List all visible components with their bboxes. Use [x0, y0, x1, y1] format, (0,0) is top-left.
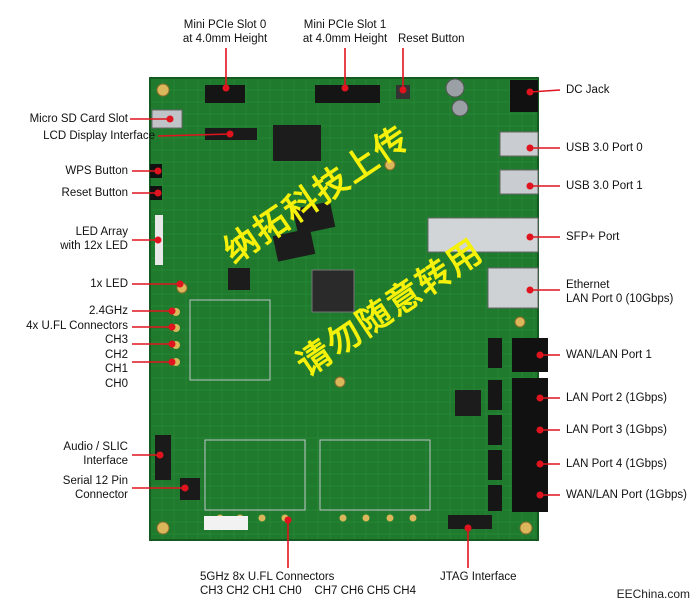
label-line: Mini PCIe Slot 1 [303, 19, 387, 31]
label-reset-button-top: Reset Button [398, 33, 465, 45]
label-line: 2.4GHz [89, 305, 128, 317]
label-usb1: USB 3.0 Port 1 [566, 180, 643, 192]
magnetics [488, 338, 502, 511]
label-wan-lan-1g: WAN/LAN Port (1Gbps) [566, 489, 687, 501]
label-line: 4x U.FL Connectors [26, 319, 128, 332]
flash-chip [273, 125, 321, 161]
label-usb0: USB 3.0 Port 0 [566, 142, 643, 154]
label-dc-jack: DC Jack [566, 84, 610, 96]
label-line: CH1 [104, 363, 128, 375]
label-line: Audio / SLIC [63, 441, 128, 453]
label-wps: WPS Button [65, 165, 128, 177]
sfp-port-part [427, 217, 539, 253]
label-mini-pcie-0: Mini PCIe Slot 0 at 4.0mm Height [160, 18, 290, 46]
label-line: CH2 [104, 348, 128, 361]
audio-slic-header [155, 435, 171, 480]
label-ethernet-10g: Ethernet LAN Port 0 (10Gbps) [566, 278, 673, 306]
switch-chip [455, 390, 481, 416]
label-ufl-24ghz: 2.4GHz 4x U.FL Connectors CH3 CH2 CH1 CH… [0, 304, 128, 391]
main-soc [311, 269, 355, 313]
label-sfp: SFP+ Port [566, 231, 620, 243]
label-led-array: LED Array with 12x LED [0, 225, 128, 253]
label-line: 5GHz 8x U.FL Connectors [200, 571, 335, 583]
label-line: at 4.0mm Height [182, 33, 268, 45]
label-line: CH3 CH2 CH1 CH0 CH7 CH6 CH5 CH4 [200, 585, 416, 597]
label-line: Mini PCIe Slot 0 [183, 19, 267, 31]
usb3-port-1-part [499, 169, 539, 195]
label-line: Connector [74, 489, 128, 501]
serial-header [180, 478, 200, 500]
pointer-lines [130, 48, 561, 568]
label-micro-sd: Micro SD Card Slot [29, 113, 128, 125]
radio-chip [228, 268, 250, 290]
mini-pcie-slot-1 [315, 85, 380, 103]
label-line: CH3 [104, 334, 128, 346]
label-lan2: LAN Port 2 (1Gbps) [566, 392, 667, 404]
label-reset-button-left: Reset Button [61, 187, 128, 199]
capacitor [445, 78, 465, 98]
label-lan3: LAN Port 3 (1Gbps) [566, 424, 667, 436]
dram-chip [272, 228, 316, 262]
usb3-port-0-part [499, 131, 539, 157]
capacitor [451, 99, 469, 117]
label-line: CH0 [104, 377, 128, 390]
label-audio-slic: Audio / SLIC Interface [0, 440, 128, 468]
dram-chip [292, 201, 336, 235]
label-serial: Serial 12 Pin Connector [0, 474, 128, 502]
label-line: LED Array [75, 226, 128, 238]
credit-text: EEChina.com [616, 587, 690, 601]
label-line: at 4.0mm Height [302, 33, 388, 45]
label-line: Interface [83, 455, 128, 467]
mini-pcie-slot-0 [205, 85, 245, 103]
ethernet-10g-part [487, 267, 539, 309]
rf-shields [189, 299, 431, 511]
label-line: Ethernet [566, 279, 610, 291]
label-jtag: JTAG Interface [440, 571, 517, 583]
label-line: LAN Port 0 (10Gbps) [566, 293, 674, 305]
dc-jack-part [510, 80, 538, 112]
label-one-led: 1x LED [90, 278, 128, 290]
label-line: Serial 12 Pin [62, 475, 128, 487]
jtag-header [448, 515, 492, 529]
label-line: with 12x LED [60, 240, 128, 252]
label-wan-lan-1: WAN/LAN Port 1 [566, 349, 652, 361]
label-lcd: LCD Display Interface [43, 130, 155, 142]
label-mini-pcie-1: Mini PCIe Slot 1 at 4.0mm Height [280, 18, 410, 46]
label-lan4: LAN Port 4 (1Gbps) [566, 458, 667, 470]
label-sticker [204, 516, 248, 530]
label-ufl-5ghz: 5GHz 8x U.FL Connectors CH3 CH2 CH1 CH0 … [200, 570, 416, 598]
